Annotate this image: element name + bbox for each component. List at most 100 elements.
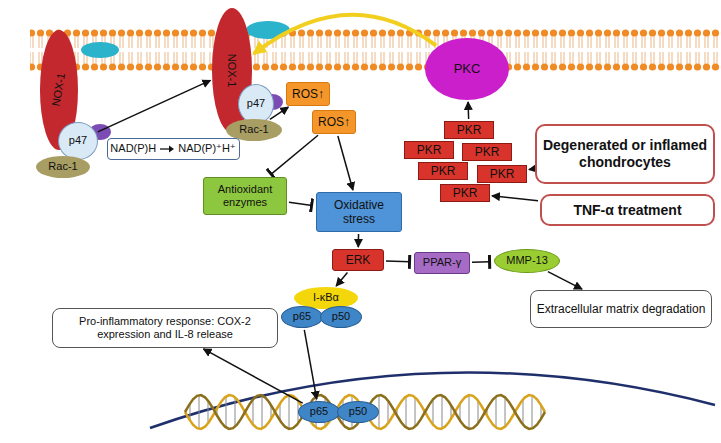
outcome-box: Pro-inflammatory response: COX-2 express… bbox=[52, 308, 278, 348]
receptor-box: PPAR-γ bbox=[414, 252, 470, 274]
text-wrap: p47 bbox=[247, 97, 265, 110]
node-label: Degenerated or inflamed chondrocytes bbox=[543, 137, 707, 170]
node-label: PKR bbox=[431, 164, 456, 178]
node-label: Rac-1 bbox=[48, 160, 77, 172]
node-label: MMP-13 bbox=[506, 254, 548, 266]
node-label: PKR bbox=[453, 186, 478, 200]
activation-arrow bbox=[338, 136, 353, 190]
activation-arrow bbox=[358, 234, 360, 247]
text-wrap: p50 bbox=[332, 310, 350, 323]
node-label: p50 bbox=[349, 405, 367, 417]
text-wrap: Antioxidant enzymes bbox=[208, 183, 282, 209]
text-wrap: Rac-1 bbox=[239, 123, 268, 136]
base-pair bbox=[199, 395, 200, 429]
enzyme-box: Antioxidant enzymes bbox=[203, 177, 287, 215]
node-label: PKR bbox=[417, 143, 442, 157]
subunit-oval: p50 bbox=[337, 401, 379, 423]
inhibition-line bbox=[472, 261, 490, 263]
text-wrap: PKR bbox=[453, 186, 478, 200]
outcome-box: Extracellular matrix degradation bbox=[530, 290, 712, 328]
text-wrap: I-κBα bbox=[313, 291, 339, 304]
text-wrap: p47 bbox=[69, 134, 87, 147]
node-label: p65 bbox=[293, 310, 311, 322]
base-pair bbox=[253, 399, 254, 424]
node-label: Extracellular matrix degradation bbox=[537, 302, 706, 316]
activation-arrow bbox=[304, 330, 316, 399]
base-pair bbox=[523, 399, 524, 424]
text-wrap: Degenerated or inflamed chondrocytes bbox=[541, 137, 709, 171]
reaction-arrow bbox=[159, 144, 175, 154]
activation-arrow bbox=[98, 80, 211, 132]
cell-membrane bbox=[30, 28, 721, 72]
node-label: TNF-α treatment bbox=[573, 202, 681, 218]
text-wrap: Pro-inflammatory response: COX-2 express… bbox=[57, 315, 273, 341]
node-label: Pro-inflammatory response: COX-2 express… bbox=[79, 315, 251, 340]
pkr-box: PKR bbox=[477, 165, 527, 183]
base-pair bbox=[478, 401, 479, 424]
activation-arrow bbox=[548, 272, 582, 289]
base-pair bbox=[505, 397, 506, 426]
text-wrap: p65 bbox=[310, 405, 328, 418]
text-wrap: ROS↑ bbox=[318, 115, 350, 129]
node-label: p50 bbox=[332, 310, 350, 322]
text-wrap: p50 bbox=[349, 405, 367, 418]
node-label: Antioxidant enzymes bbox=[218, 183, 272, 208]
text-wrap: NOX-1 bbox=[42, 83, 76, 96]
process-box: Oxidative stress bbox=[316, 192, 402, 232]
node-label: Oxidative stress bbox=[334, 198, 384, 226]
node-label: ROS↑ bbox=[292, 87, 324, 101]
subunit-oval: p65 bbox=[298, 401, 340, 423]
dna-strand bbox=[185, 395, 545, 429]
subunit-oval: p65 bbox=[281, 306, 323, 328]
base-pair bbox=[406, 397, 407, 428]
base-pair bbox=[532, 395, 533, 428]
activation-arrow bbox=[492, 196, 538, 201]
text-wrap: ROS↑ bbox=[292, 87, 324, 101]
base-pair bbox=[208, 401, 209, 424]
node-label: NAD(P)⁺H⁺ bbox=[178, 142, 235, 155]
kinase-box: ERK bbox=[332, 249, 384, 271]
subunit-oval: p50 bbox=[320, 306, 362, 328]
text-wrap: TNF-α treatment bbox=[573, 202, 681, 219]
node-label: NAD(P)H bbox=[110, 142, 156, 155]
base-pair bbox=[235, 397, 236, 426]
text-wrap: PKR bbox=[490, 167, 515, 181]
node-label: I-κBα bbox=[313, 291, 339, 303]
text-wrap: PKR bbox=[457, 123, 482, 137]
p47-subunit: p47 bbox=[238, 84, 274, 124]
pkr-box: PKR bbox=[404, 141, 454, 159]
dna-helix bbox=[185, 395, 545, 429]
base-pair bbox=[262, 395, 263, 428]
enzyme-oval: MMP-13 bbox=[494, 249, 560, 273]
node-label: PKR bbox=[490, 167, 515, 181]
dna-strand bbox=[185, 395, 545, 429]
nuclear-envelope bbox=[150, 372, 715, 428]
inhibition-line bbox=[289, 202, 312, 205]
rac-subunit: Rac-1 bbox=[36, 156, 90, 178]
activation-arrow bbox=[203, 349, 302, 403]
activation-arrow bbox=[336, 273, 347, 286]
node-label: PKC bbox=[454, 61, 481, 76]
text-wrap: PKC bbox=[454, 61, 481, 77]
node-label: NOX-1 bbox=[50, 72, 69, 107]
text-wrap: MMP-13 bbox=[506, 254, 548, 267]
kinase-oval: PKC bbox=[425, 38, 509, 100]
node-label: ROS↑ bbox=[318, 115, 350, 129]
pkr-box: PKR bbox=[444, 121, 494, 139]
base-pair bbox=[415, 397, 416, 426]
base-pair bbox=[496, 397, 497, 428]
activation-arrow bbox=[254, 15, 436, 54]
node-label: Rac-1 bbox=[239, 123, 268, 135]
activation-arrow bbox=[529, 168, 533, 170]
text-wrap: PPAR-γ bbox=[423, 256, 461, 269]
node-label: p47 bbox=[247, 97, 265, 109]
base-pair bbox=[226, 397, 227, 428]
text-wrap: PKR bbox=[417, 143, 442, 157]
node-label: p65 bbox=[310, 405, 328, 417]
node-label: PKR bbox=[475, 145, 500, 159]
p47-subunit: p47 bbox=[58, 122, 98, 160]
pkr-box: PKR bbox=[440, 184, 490, 202]
node-label: NOX-1 bbox=[225, 54, 238, 88]
base-pair bbox=[388, 401, 389, 424]
